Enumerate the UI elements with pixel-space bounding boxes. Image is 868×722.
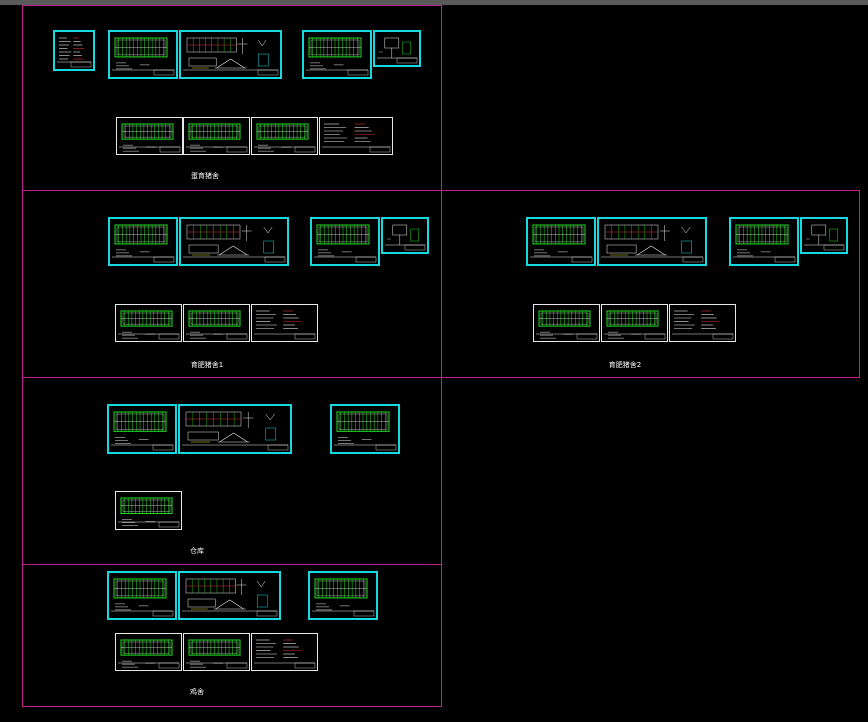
drawing-sheet[interactable] [330,404,400,454]
sheet-linework [186,310,248,340]
sheet-linework [118,497,180,528]
group-label: 育肥猪舍2 [608,361,642,369]
drawing-sheet[interactable] [107,404,177,454]
sheet-linework [182,411,289,451]
drawing-sheet[interactable] [302,30,372,79]
sheet-linework [733,224,796,263]
sheet-linework [111,411,174,451]
sheet-linework [119,123,181,153]
group-label: 蛋育猪舍 [191,172,219,180]
group-label: 鸡舍 [190,688,204,696]
drawing-sheet[interactable] [179,217,289,266]
sheet-linework [182,578,278,617]
sheet-linework [183,37,279,76]
sheet-linework [111,578,174,617]
sheet-linework [112,224,175,263]
drawing-sheet[interactable] [319,117,393,155]
drawing-sheet[interactable] [178,404,292,454]
drawing-sheet[interactable] [381,217,429,254]
sheet-linework [377,37,418,64]
sheet-linework [312,578,375,617]
drawing-sheet[interactable] [107,571,177,620]
drawing-sheet[interactable] [526,217,596,266]
sheet-linework [385,224,426,251]
sheet-linework [334,411,397,451]
drawing-sheet[interactable] [115,304,182,342]
drawing-sheet[interactable] [183,633,250,671]
drawing-sheet[interactable] [800,217,848,254]
drawing-sheet[interactable] [116,117,183,155]
drawing-sheet[interactable] [183,304,250,342]
sheet-linework [118,310,180,340]
drawing-sheet[interactable] [179,30,282,79]
drawing-sheet[interactable] [597,217,707,266]
sheet-linework [57,37,92,68]
layout-frame-group5 [22,564,442,707]
sheet-linework [254,639,316,669]
group-label: 育肥猪舍1 [190,361,224,369]
drawing-sheet[interactable] [183,117,250,155]
sheet-linework [112,37,175,76]
drawing-sheet[interactable] [53,30,95,71]
sheet-linework [186,123,248,153]
group-label: 仓库 [190,547,204,555]
sheet-linework [804,224,845,251]
drawing-sheet[interactable] [601,304,668,342]
drawing-sheet[interactable] [108,217,178,266]
drawing-sheet[interactable] [729,217,799,266]
drawing-sheet[interactable] [310,217,380,266]
drawing-sheet[interactable] [251,633,318,671]
sheet-linework [186,639,248,669]
sheet-linework [601,224,704,263]
drawing-sheet[interactable] [533,304,600,342]
sheet-linework [536,310,598,340]
layout-frame-group3 [441,190,860,378]
viewport-top-bar [0,0,868,5]
sheet-linework [118,639,180,669]
sheet-linework [254,310,316,340]
sheet-linework [183,224,286,263]
drawing-sheet[interactable] [108,30,178,79]
drawing-sheet[interactable] [115,633,182,671]
sheet-linework [306,37,369,76]
drawing-sheet[interactable] [308,571,378,620]
drawing-sheet[interactable] [178,571,281,620]
drawing-sheet[interactable] [373,30,421,67]
drawing-sheet[interactable] [669,304,736,342]
drawing-sheet[interactable] [115,491,182,530]
drawing-sheet[interactable] [251,304,318,342]
sheet-linework [604,310,666,340]
sheet-linework [254,123,316,153]
sheet-linework [530,224,593,263]
sheet-linework [314,224,377,263]
drawing-sheet[interactable] [251,117,318,155]
sheet-linework [672,310,734,340]
sheet-linework [322,123,391,153]
